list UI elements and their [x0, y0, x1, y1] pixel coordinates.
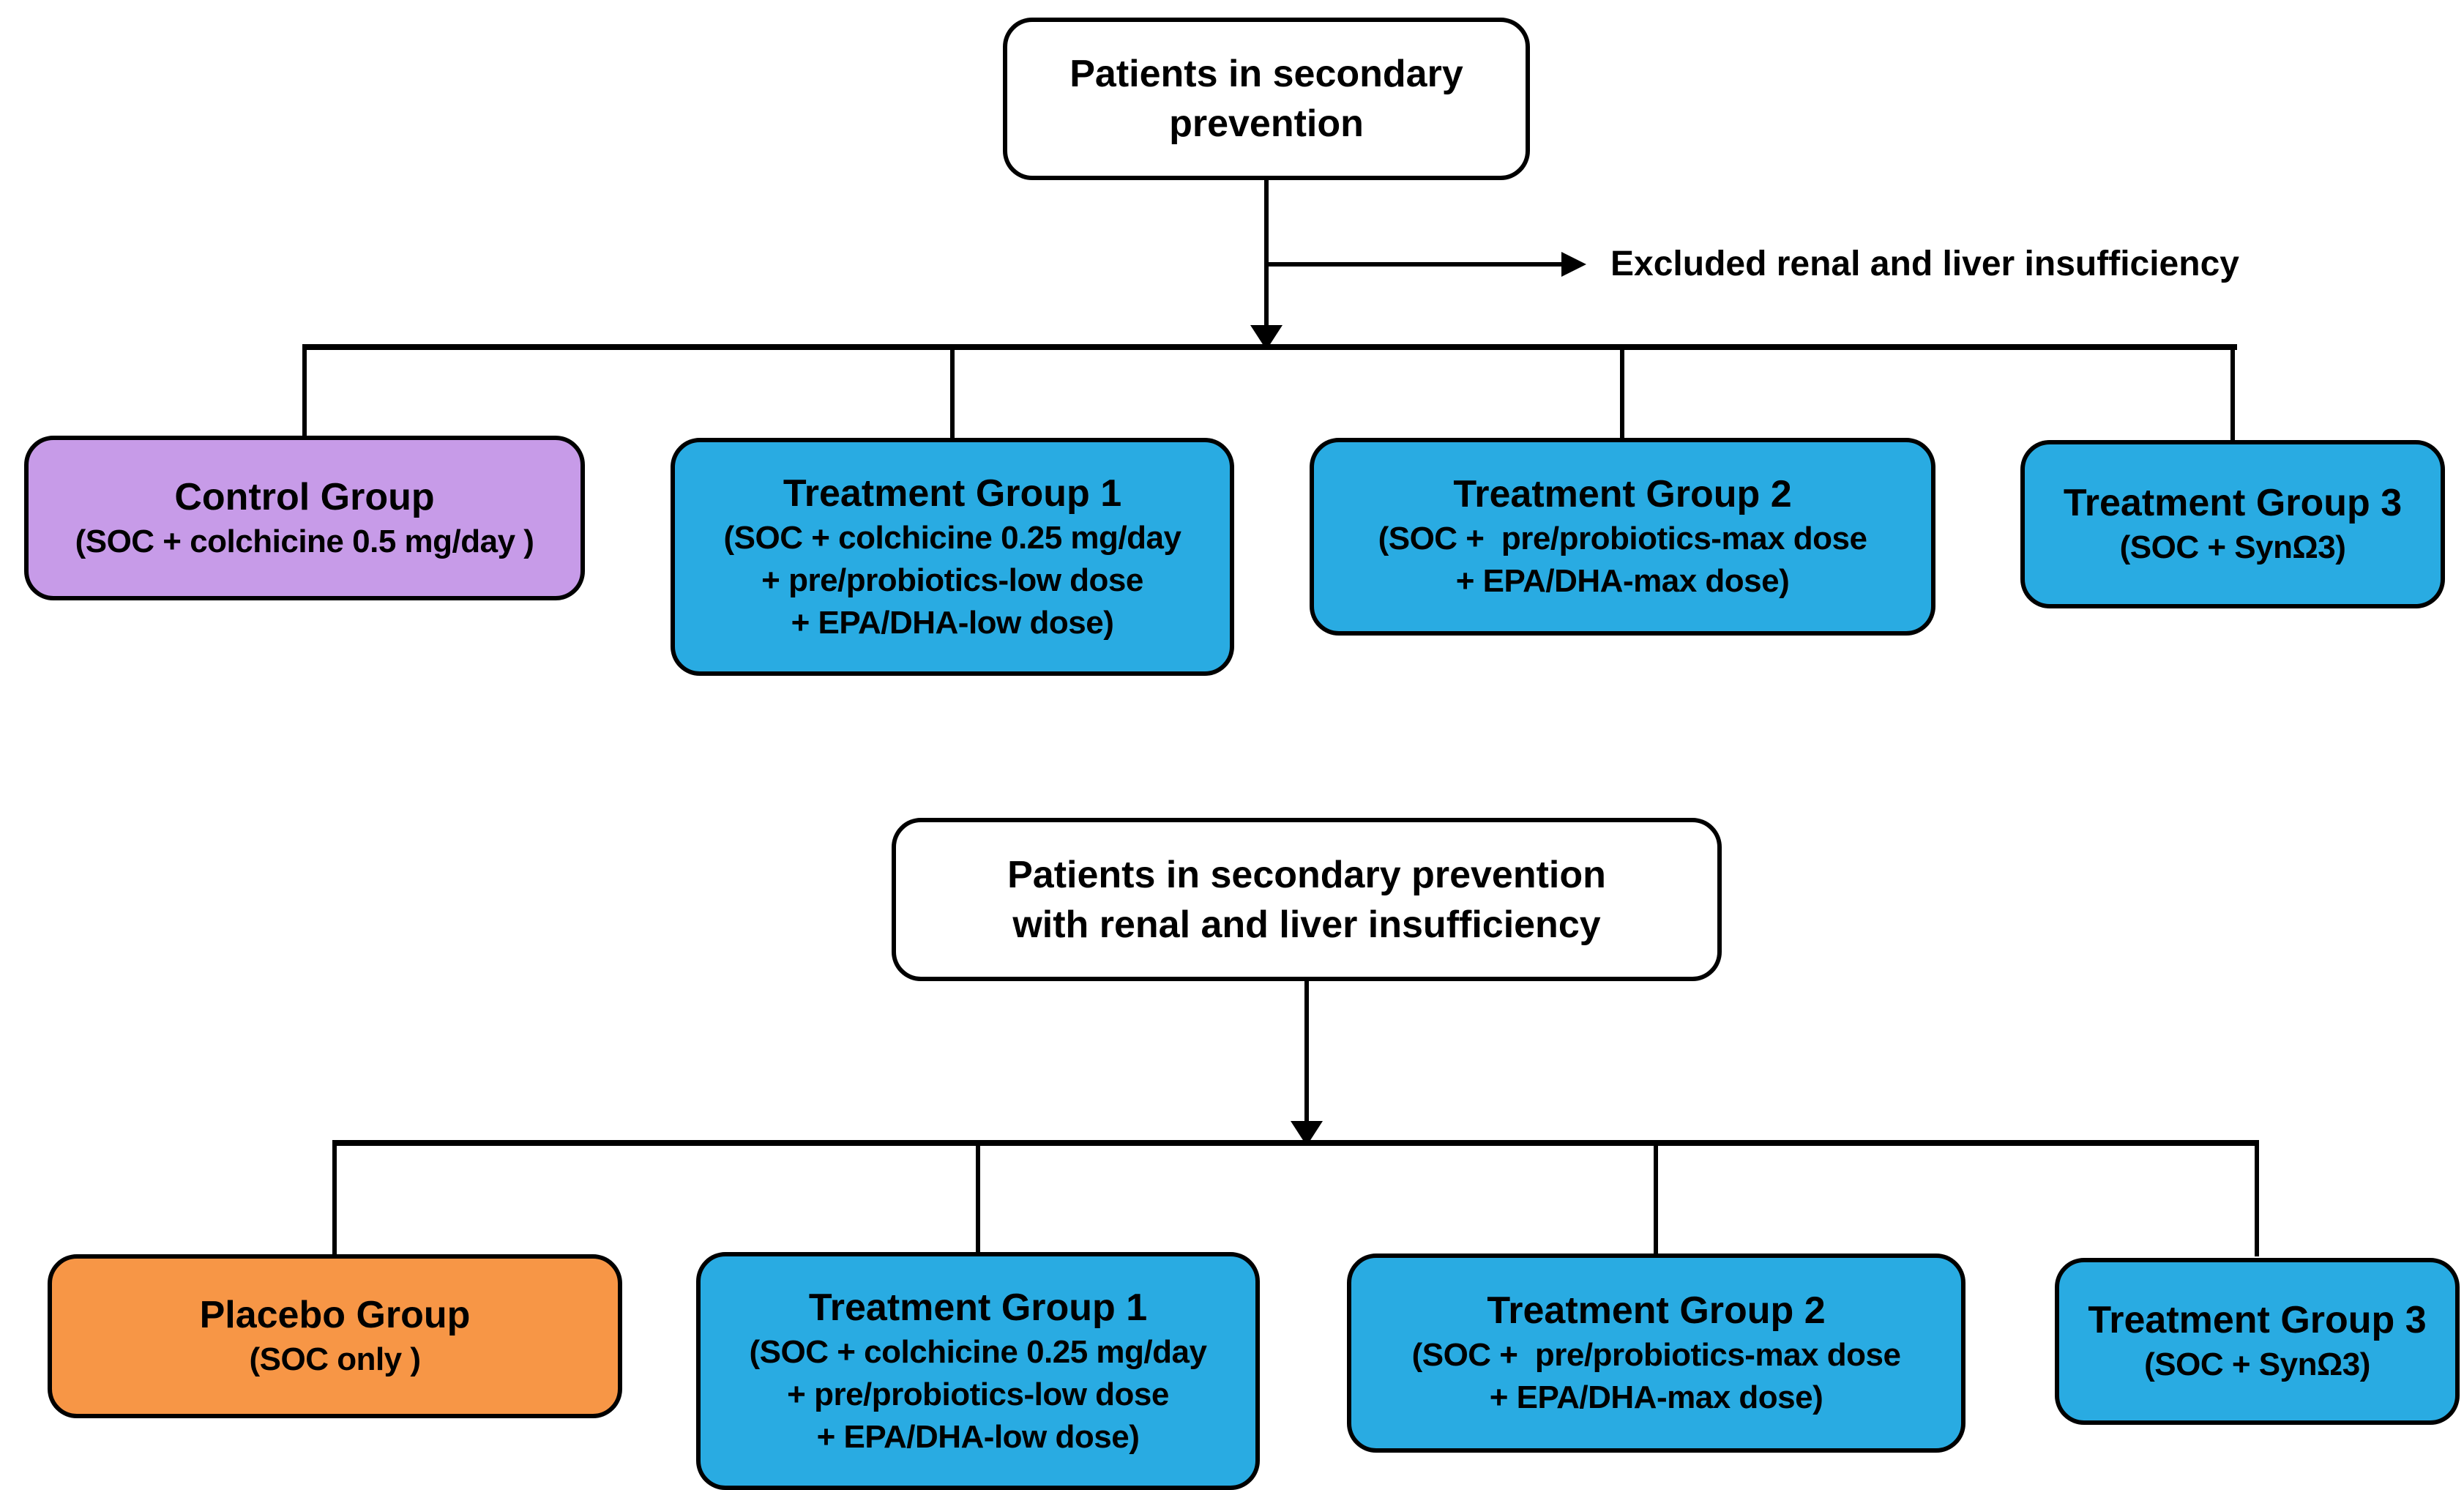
- treatment-group3-box-top: Treatment Group 3 (SOC + SynΩ3): [2020, 440, 2445, 608]
- group-detail-line: (SOC + SynΩ3): [2144, 1346, 2370, 1382]
- exclusion-note: Excluded renal and liver insufficiency: [1610, 245, 2239, 283]
- bottom-root-text-line1: Patients in secondary prevention: [1007, 853, 1606, 896]
- group-detail-line: (SOC only ): [249, 1341, 421, 1377]
- treatment-group1-box-bottom: Treatment Group 1 (SOC + colchicine 0.25…: [696, 1252, 1260, 1490]
- top-stub-control: [302, 347, 307, 442]
- group-detail-line: + EPA/DHA-low dose): [816, 1418, 1140, 1455]
- group-title: Treatment Group 1: [783, 472, 1122, 515]
- placebo-group-box: Placebo Group (SOC only ): [48, 1254, 622, 1418]
- bottom-root-box: Patients in secondary prevention with re…: [892, 818, 1722, 981]
- group-detail-line: (SOC + pre/probiotics-max dose: [1411, 1337, 1901, 1373]
- treatment-group2-box-bottom: Treatment Group 2 (SOC + pre/probiotics-…: [1347, 1254, 1965, 1453]
- bottom-stub-placebo: [332, 1143, 337, 1256]
- group-detail-line: + EPA/DHA-max dose): [1455, 563, 1790, 599]
- top-stub-group1: [950, 347, 955, 442]
- bottom-stub-group2: [1654, 1143, 1658, 1256]
- group-title: Placebo Group: [199, 1294, 471, 1336]
- bottom-root-connector-line: [1304, 981, 1309, 1124]
- group-detail-line: + EPA/DHA-low dose): [791, 604, 1114, 641]
- control-group-box: Control Group (SOC + colchicine 0.5 mg/d…: [24, 436, 585, 600]
- group-title: Treatment Group 3: [2088, 1299, 2427, 1341]
- bottom-branch-line: [332, 1140, 2259, 1146]
- group-title: Treatment Group 2: [1453, 473, 1792, 515]
- top-branch-line: [302, 344, 2237, 350]
- top-stub-group3: [2230, 347, 2235, 442]
- bottom-stub-group1: [976, 1143, 980, 1256]
- group-detail-line: (SOC + colchicine 0.25 mg/day: [749, 1333, 1207, 1370]
- group-title: Control Group: [174, 475, 435, 518]
- treatment-group3-box-bottom: Treatment Group 3 (SOC + SynΩ3): [2055, 1258, 2460, 1425]
- bottom-root-text-line2: with renal and liver insufficiency: [1012, 903, 1601, 946]
- bottom-stub-group3: [2255, 1143, 2259, 1256]
- group-title: Treatment Group 2: [1487, 1289, 1826, 1332]
- group-detail-line: + EPA/DHA-max dose): [1489, 1379, 1823, 1415]
- top-stub-group2: [1620, 347, 1624, 442]
- treatment-group2-box-top: Treatment Group 2 (SOC + pre/probiotics-…: [1310, 438, 1935, 636]
- group-title: Treatment Group 3: [2063, 482, 2403, 524]
- group-detail-line: + pre/probiotics-low dose: [761, 562, 1143, 598]
- group-title: Treatment Group 1: [808, 1286, 1148, 1329]
- top-root-text-line1: Patients in secondary: [1069, 53, 1463, 95]
- treatment-group1-box-top: Treatment Group 1 (SOC + colchicine 0.25…: [671, 438, 1234, 676]
- top-root-text-line2: prevention: [1169, 103, 1364, 145]
- group-detail-line: (SOC + pre/probiotics-max dose: [1378, 521, 1867, 556]
- top-root-connector-line: [1264, 180, 1269, 327]
- group-detail-line: (SOC + colchicine 0.25 mg/day: [723, 519, 1181, 556]
- arrow-right-icon: [1561, 252, 1586, 277]
- group-detail-line: + pre/probiotics-low dose: [787, 1376, 1169, 1412]
- top-root-box: Patients in secondary prevention: [1003, 18, 1530, 180]
- exclusion-arrow-line: [1269, 262, 1561, 267]
- group-detail-line: (SOC + colchicine 0.5 mg/day ): [75, 523, 534, 559]
- group-detail-line: (SOC + SynΩ3): [2119, 529, 2346, 565]
